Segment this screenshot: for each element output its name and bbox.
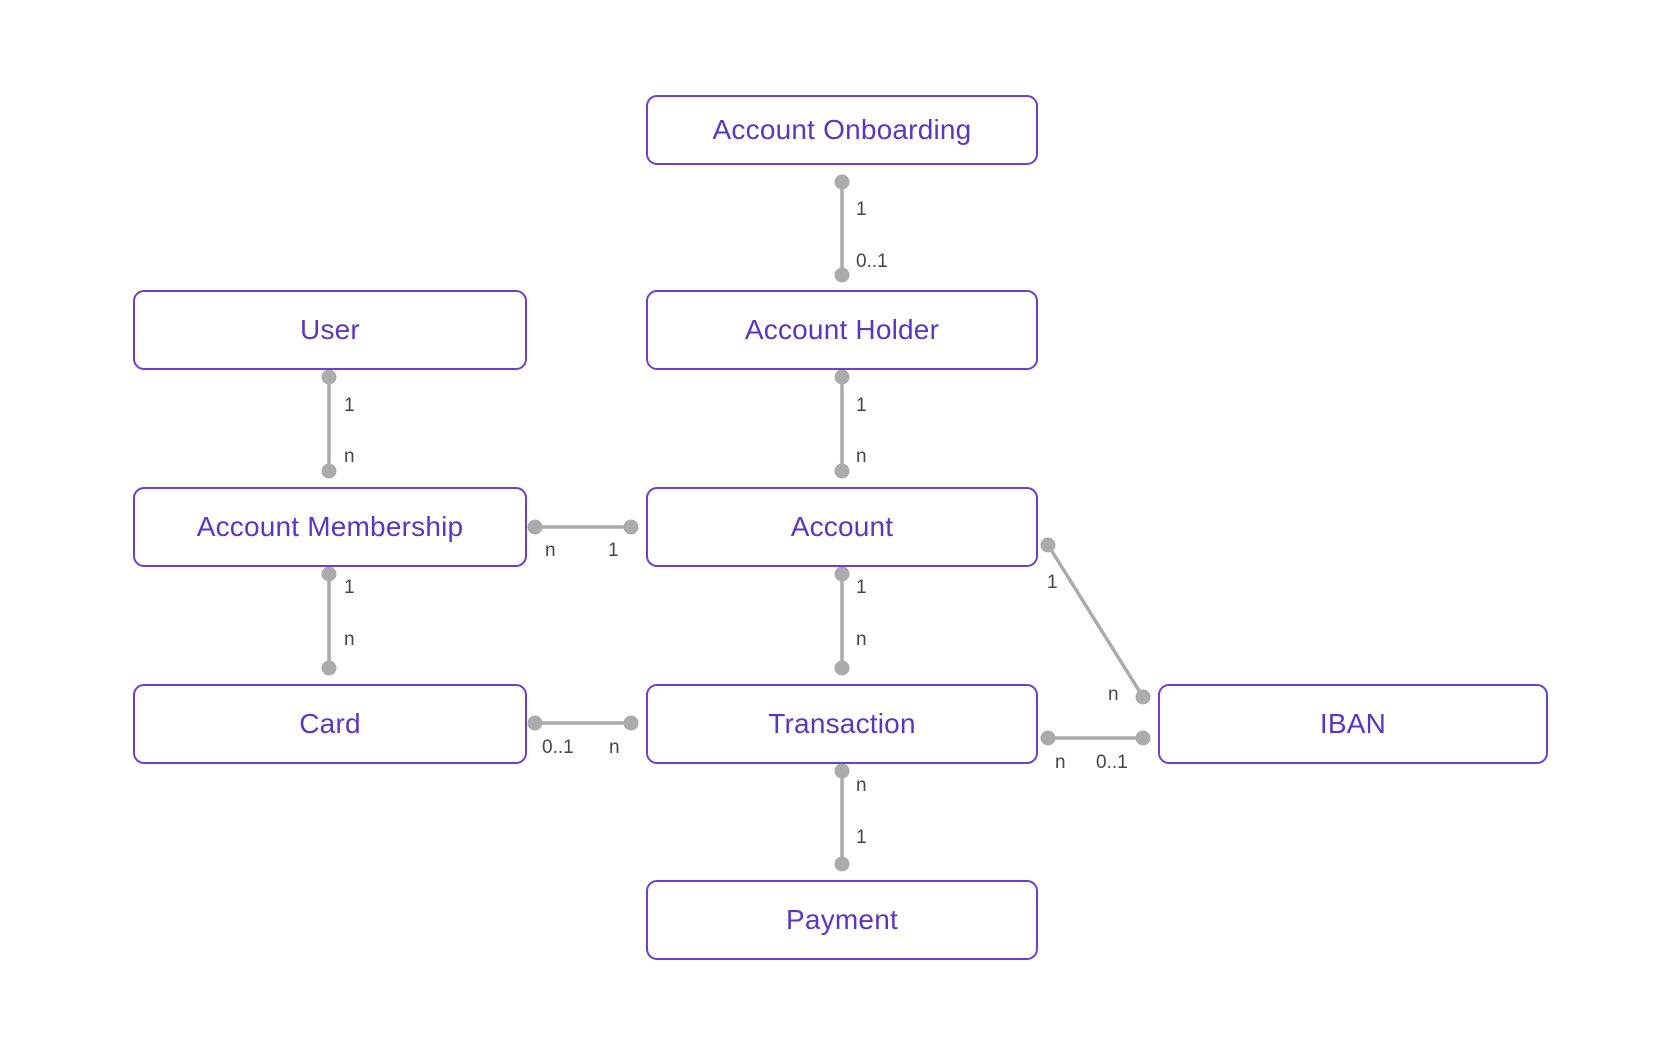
entity-label-account_membership: Account Membership xyxy=(196,511,464,542)
relationship-endpoint-target-user-membership xyxy=(321,463,337,479)
entity-box-payment[interactable]: Payment xyxy=(646,880,1038,960)
relationship-endpoint-target-transaction-iban xyxy=(1135,730,1151,746)
relationship-membership-account xyxy=(527,519,639,535)
entity-label-user: User xyxy=(300,314,360,345)
cardinality-from-membership-card: 1 xyxy=(344,577,355,598)
cardinality-to-account-iban: n xyxy=(1108,684,1119,705)
entity-box-account_membership[interactable]: Account Membership xyxy=(133,487,527,567)
relationship-endpoint-target-onboarding-holder xyxy=(834,267,850,283)
cardinality-to-onboarding-holder: 0..1 xyxy=(856,251,888,272)
cardinality-to-transaction-payment: 1 xyxy=(856,827,867,848)
cardinality-from-account-iban: 1 xyxy=(1047,572,1058,593)
cardinality-from-card-transaction: 0..1 xyxy=(542,737,574,758)
relationship-account-transaction xyxy=(834,566,850,676)
relationship-endpoint-target-transaction-payment xyxy=(834,856,850,872)
entity-box-account_holder[interactable]: Account Holder xyxy=(646,290,1038,370)
relationship-onboarding-holder xyxy=(834,174,850,283)
relationship-endpoint-source-account-transaction xyxy=(834,566,850,582)
relationship-endpoint-source-holder-account xyxy=(834,369,850,385)
cardinality-to-membership-account: 1 xyxy=(608,540,619,561)
relationship-endpoint-source-onboarding-holder xyxy=(834,174,850,190)
entity-label-account_onboarding: Account Onboarding xyxy=(712,114,972,145)
relationship-endpoint-source-account-iban xyxy=(1040,537,1056,553)
cardinality-from-onboarding-holder: 1 xyxy=(856,199,867,220)
relationship-endpoint-source-membership-account xyxy=(527,519,543,535)
cardinality-from-transaction-payment: n xyxy=(856,775,867,796)
entity-box-card[interactable]: Card xyxy=(133,684,527,764)
entity-box-account[interactable]: Account xyxy=(646,487,1038,567)
relationship-holder-account xyxy=(834,369,850,479)
entity-label-iban: IBAN xyxy=(1319,708,1387,739)
relationship-endpoint-target-account-transaction xyxy=(834,660,850,676)
entity-box-transaction[interactable]: Transaction xyxy=(646,684,1038,764)
cardinality-from-user-membership: 1 xyxy=(344,395,355,416)
relationship-endpoint-source-user-membership xyxy=(321,369,337,385)
relationship-transaction-iban xyxy=(1040,730,1151,746)
cardinality-from-transaction-iban: n xyxy=(1055,752,1066,773)
relationship-endpoint-source-membership-card xyxy=(321,566,337,582)
cardinality-to-membership-card: n xyxy=(344,629,355,650)
relationship-endpoint-source-transaction-payment xyxy=(834,763,850,779)
relationship-endpoint-target-membership-account xyxy=(623,519,639,535)
relationship-endpoint-target-holder-account xyxy=(834,463,850,479)
relationship-account-iban xyxy=(1040,537,1151,705)
relationship-endpoint-target-membership-card xyxy=(321,660,337,676)
relationship-membership-card xyxy=(321,566,337,676)
relationship-user-membership xyxy=(321,369,337,479)
relationship-card-transaction xyxy=(527,715,639,731)
entity-label-account: Account xyxy=(790,511,894,542)
entity-label-transaction: Transaction xyxy=(768,708,916,739)
entity-box-iban[interactable]: IBAN xyxy=(1158,684,1548,764)
entity-label-payment: Payment xyxy=(786,904,898,935)
entity-label-account_holder: Account Holder xyxy=(744,314,940,345)
relationship-transaction-payment xyxy=(834,763,850,872)
cardinality-from-membership-account: n xyxy=(545,540,556,561)
relationship-endpoint-source-transaction-iban xyxy=(1040,730,1056,746)
cardinality-from-account-transaction: 1 xyxy=(856,577,867,598)
relationship-endpoint-target-card-transaction xyxy=(623,715,639,731)
relationship-endpoint-source-card-transaction xyxy=(527,715,543,731)
cardinality-to-card-transaction: n xyxy=(609,737,620,758)
relationship-line-account-iban xyxy=(1046,543,1145,699)
cardinality-to-holder-account: n xyxy=(856,446,867,467)
cardinality-from-holder-account: 1 xyxy=(856,395,867,416)
entity-label-card: Card xyxy=(299,708,361,739)
cardinality-to-account-transaction: n xyxy=(856,629,867,650)
entity-box-account_onboarding[interactable]: Account Onboarding xyxy=(646,95,1038,165)
relationship-endpoint-target-account-iban xyxy=(1135,689,1151,705)
entity-box-user[interactable]: User xyxy=(133,290,527,370)
cardinality-to-user-membership: n xyxy=(344,446,355,467)
cardinality-to-transaction-iban: 0..1 xyxy=(1096,752,1128,773)
